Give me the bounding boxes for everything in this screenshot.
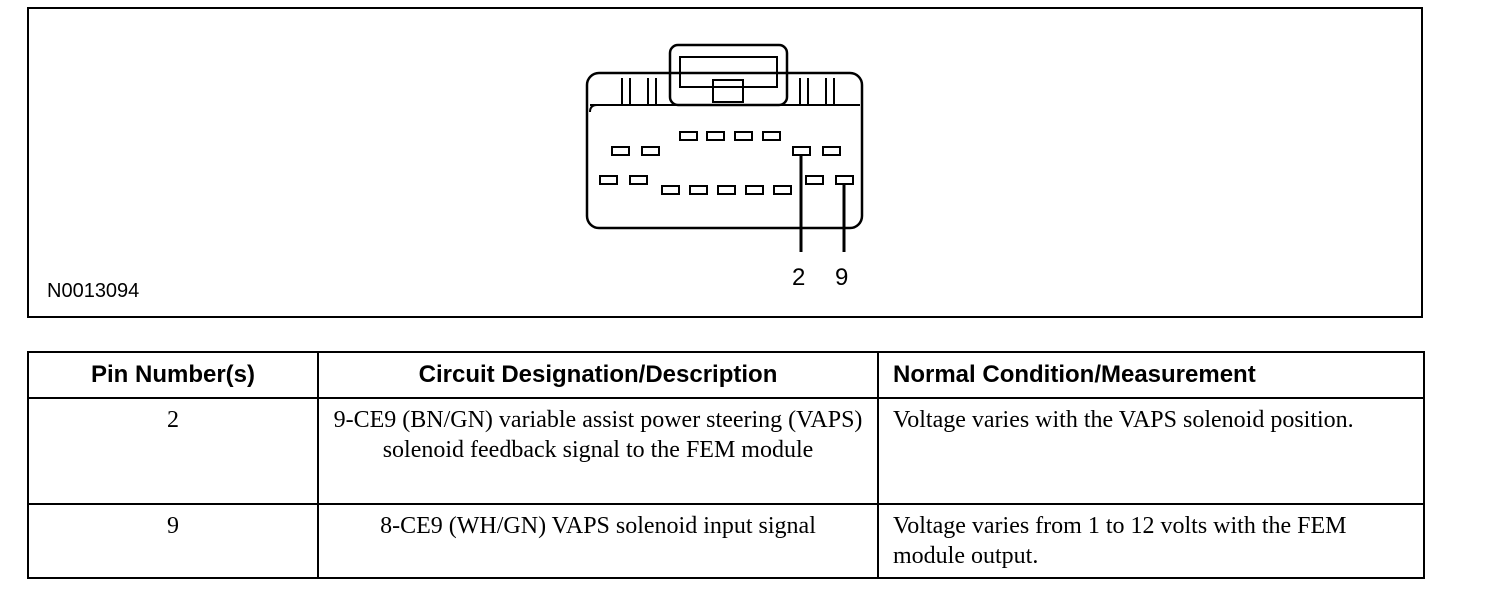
- pin-callout-2: 2: [792, 264, 806, 291]
- table-row: 9 8-CE9 (WH/GN) VAPS solenoid input sign…: [27, 503, 1425, 579]
- pin-cavity: [629, 175, 648, 185]
- pin-cavity: [762, 131, 781, 141]
- cell-circuit: 8-CE9 (WH/GN) VAPS solenoid input signal: [317, 503, 879, 579]
- connector-figure-frame: [27, 7, 1423, 318]
- cell-condition: Voltage varies from 1 to 12 volts with t…: [877, 503, 1425, 579]
- table-header-row: Pin Number(s) Circuit Designation/Descri…: [27, 351, 1425, 399]
- pin-cavity: [679, 131, 698, 141]
- connector-latch: [668, 43, 789, 107]
- cell-pin: 9: [27, 503, 319, 579]
- pin-cavity: [745, 185, 764, 195]
- pin-cavity-2: [792, 146, 811, 156]
- pin-cavity: [661, 185, 680, 195]
- cell-circuit: 9-CE9 (BN/GN) variable assist power stee…: [317, 397, 879, 505]
- table-row: 2 9-CE9 (BN/GN) variable assist power st…: [27, 397, 1425, 505]
- header-circuit: Circuit Designation/Description: [317, 351, 879, 399]
- cell-pin: 2: [27, 397, 319, 505]
- pin-table: Pin Number(s) Circuit Designation/Descri…: [27, 351, 1425, 579]
- header-condition: Normal Condition/Measurement: [877, 351, 1425, 399]
- pin-callout-9: 9: [835, 264, 849, 291]
- pin-cavity: [734, 131, 753, 141]
- pin-cavity: [599, 175, 618, 185]
- pin-cavity-9: [835, 175, 854, 185]
- pin-cavity: [689, 185, 708, 195]
- pin-cavity: [805, 175, 824, 185]
- connector-pin-cavities: [599, 131, 854, 195]
- figure-id: N0013094: [47, 280, 140, 302]
- pin-cavity: [641, 146, 660, 156]
- pin-cavity: [822, 146, 841, 156]
- connector-rib-left: [621, 78, 657, 105]
- pin-cavity: [611, 146, 630, 156]
- connector-body: [585, 71, 864, 230]
- pin-cavity: [717, 185, 736, 195]
- connector-rib-right: [799, 78, 835, 105]
- pin-cavity: [773, 185, 792, 195]
- header-pin-number: Pin Number(s): [27, 351, 319, 399]
- pin-cavity: [706, 131, 725, 141]
- connector-drawing: [585, 43, 864, 252]
- cell-condition: Voltage varies with the VAPS solenoid po…: [877, 397, 1425, 505]
